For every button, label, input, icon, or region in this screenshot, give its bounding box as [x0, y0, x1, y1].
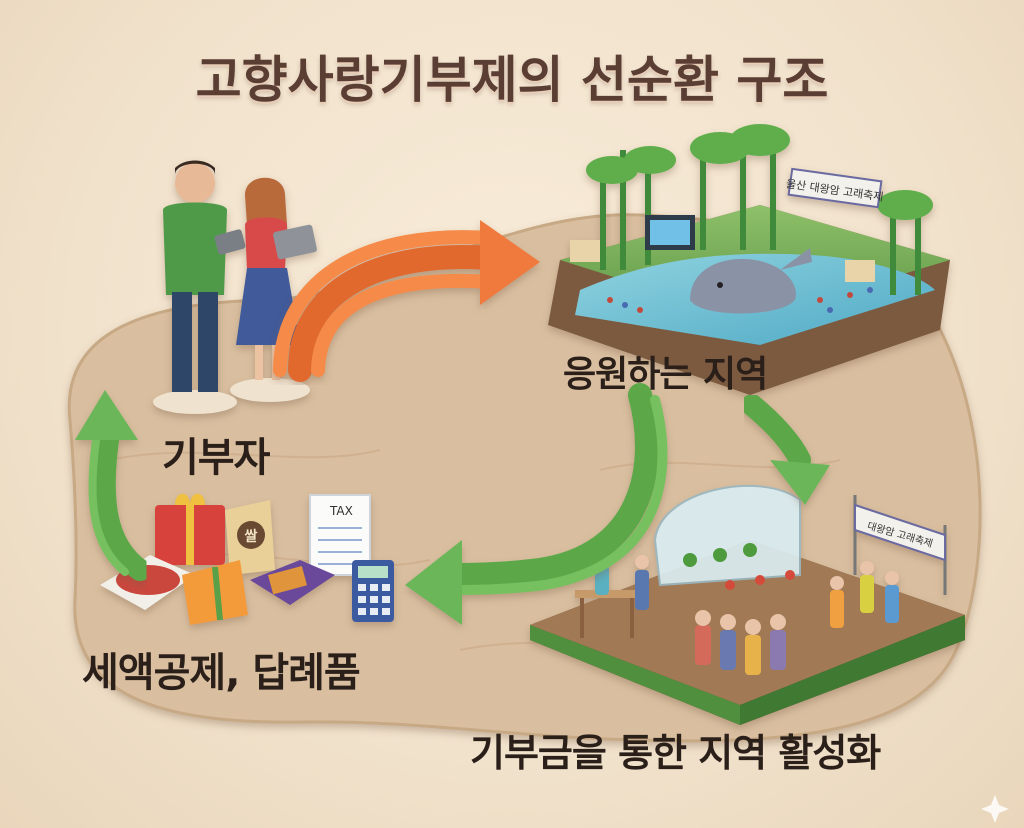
revitalization-diorama: 대왕암 고래축제: [530, 484, 965, 725]
arrow-benefits-to-donor: [75, 390, 151, 581]
gifts-group: 쌀 TAX: [100, 493, 394, 625]
sand-texture: [109, 449, 841, 651]
revitalization-label: 기부금을 통한 지역 활성화: [470, 731, 881, 775]
donor-label: 기부자: [162, 435, 270, 481]
sparkle-icon: [981, 795, 1009, 823]
region-festival-diorama: 울산 대왕암 고래축제: [548, 124, 950, 395]
diagram-title: 고향사랑기부제의 선순환 구조: [195, 51, 829, 109]
supported-region-label: 응원하는 지역: [563, 354, 768, 395]
tax-form-label: TAX: [329, 504, 353, 518]
arrow-region-to-revitalization: [741, 394, 830, 505]
tax-benefit-label: 세액공제, 답례품: [82, 650, 361, 696]
rice-bag-label: 쌀: [245, 528, 258, 545]
arrow-region-to-benefits: [405, 383, 668, 625]
donor-figures: [153, 160, 317, 414]
arrow-donor-to-region: [273, 220, 540, 382]
